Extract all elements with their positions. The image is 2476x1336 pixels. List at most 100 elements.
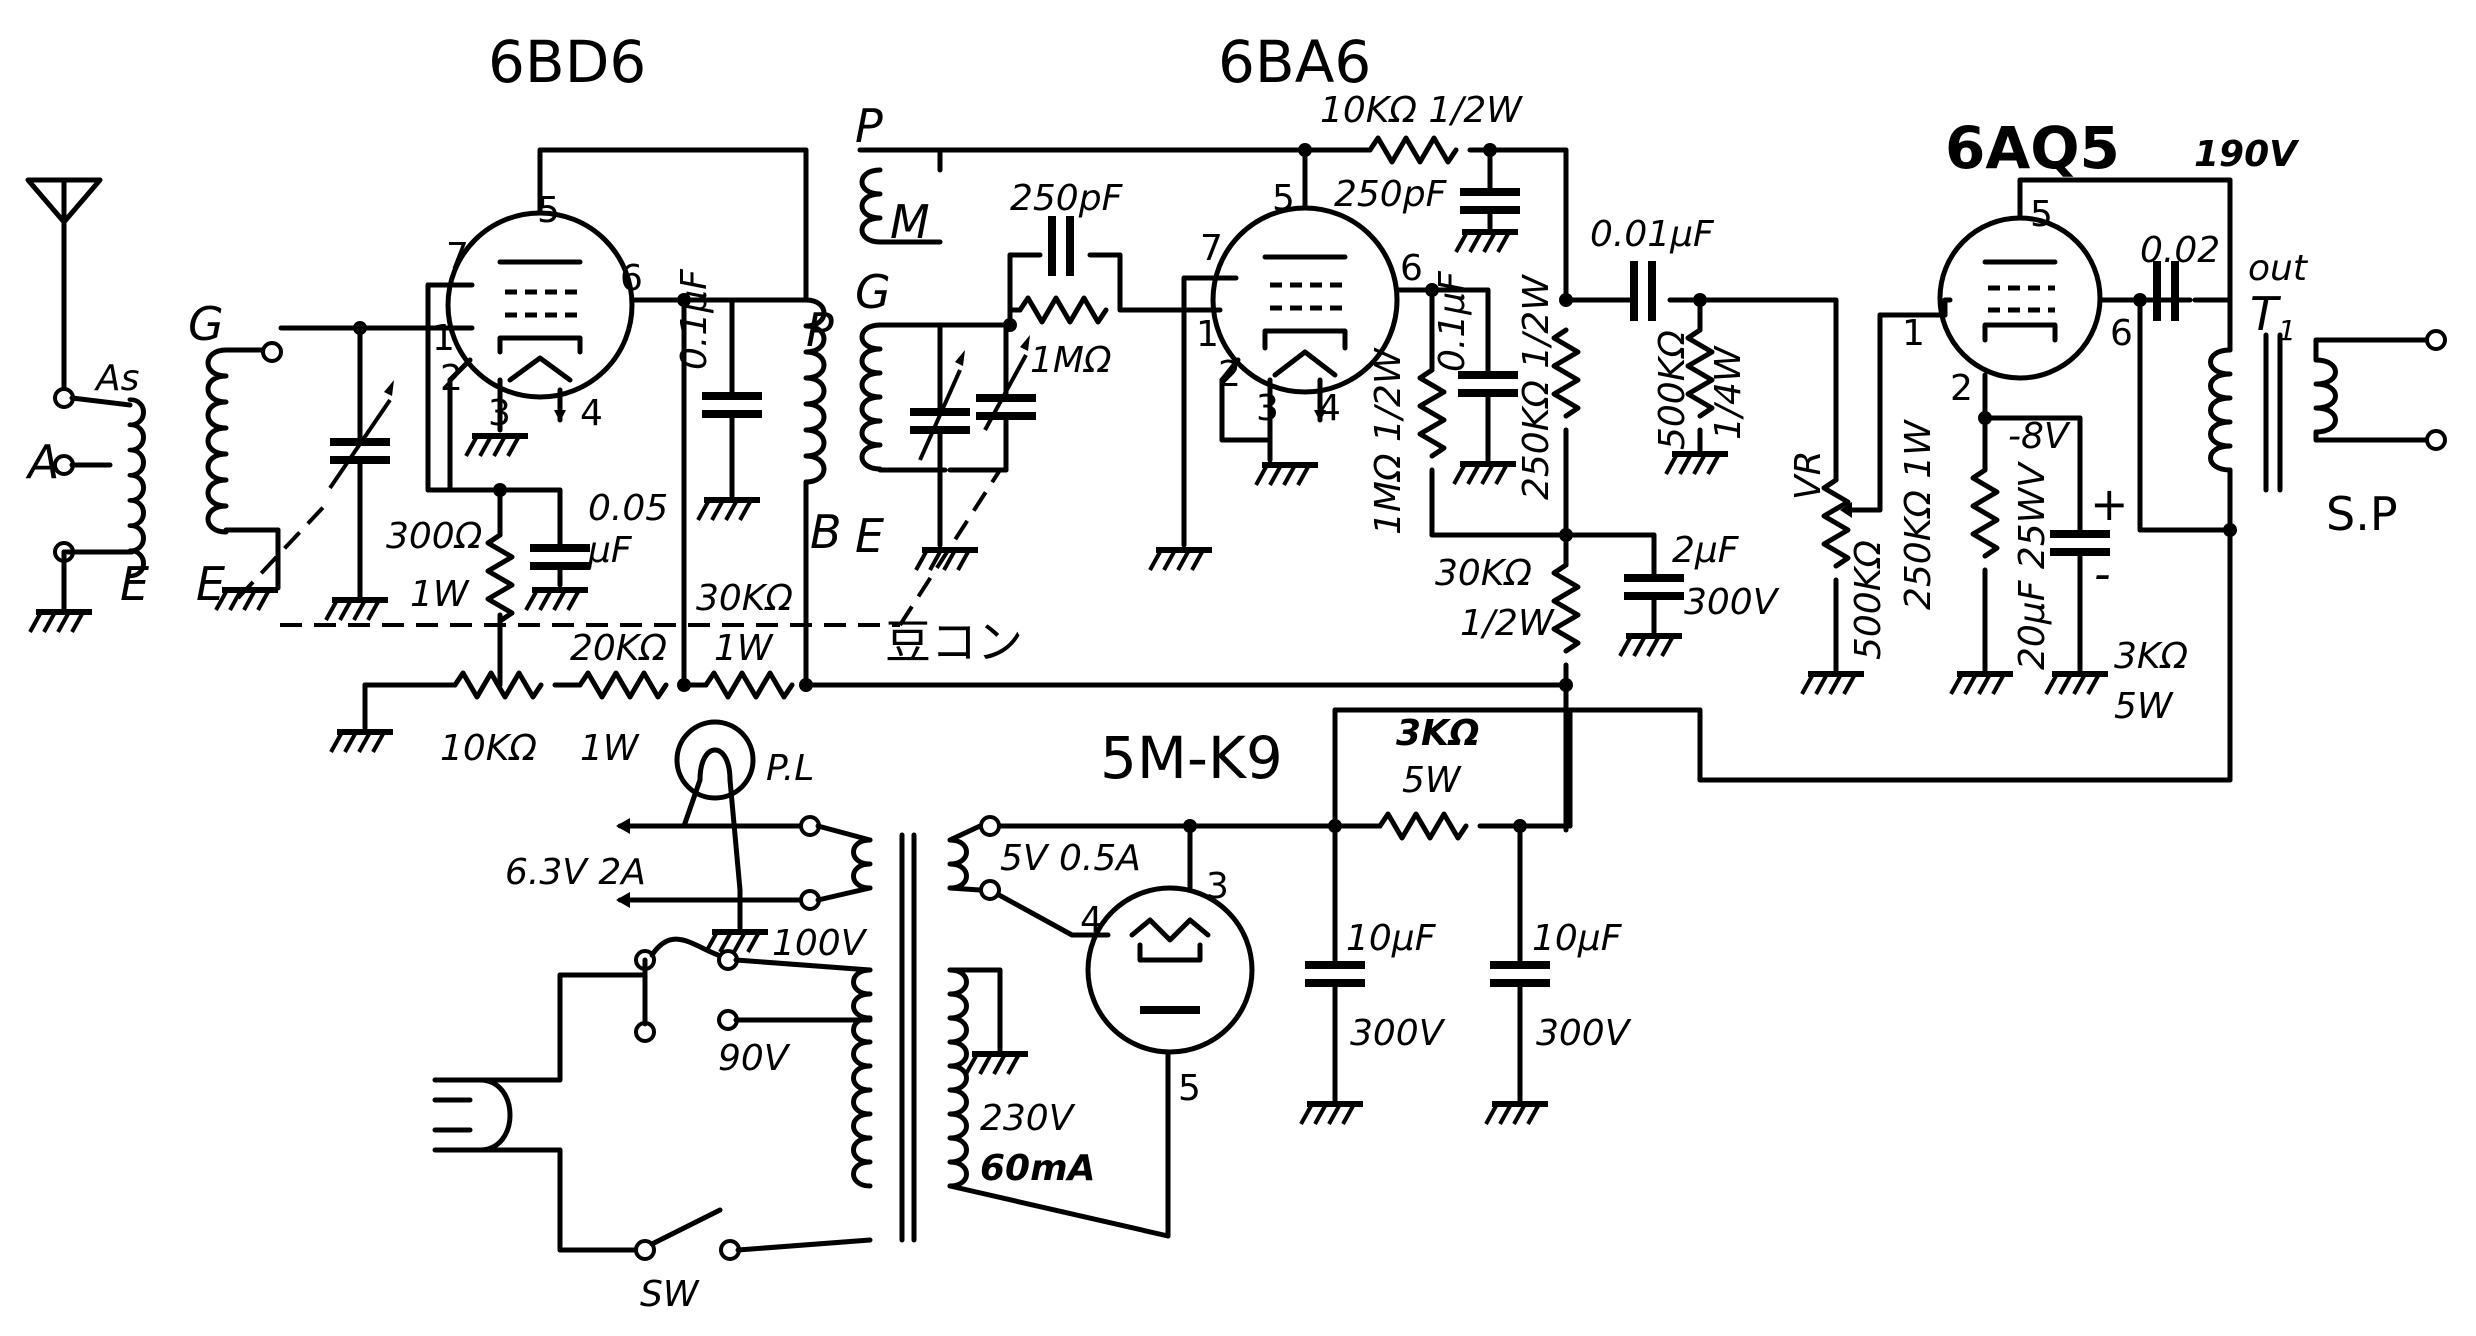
rf-pin7: 7 xyxy=(446,236,469,277)
c10b-label: 10μF xyxy=(1532,918,1623,959)
r250k-b-label: 250KΩ 1W xyxy=(1898,419,1939,610)
c001-label: 0.01μF xyxy=(1590,214,1715,255)
c002-label: 0.02 xyxy=(2140,230,2220,271)
r30k-a-label: 30KΩ xyxy=(696,578,793,619)
heater-wiring xyxy=(616,815,873,952)
det-plate-load xyxy=(1554,147,1839,542)
det-pin6: 6 xyxy=(1400,248,1423,289)
out-pin5: 5 xyxy=(2030,194,2053,235)
rf-pin6: 6 xyxy=(620,258,643,299)
r30k-aw-label: 1W xyxy=(714,628,774,669)
r30k-b-label: 30KΩ xyxy=(1435,553,1532,594)
det-coil-g xyxy=(859,322,1013,473)
capacitor-rf-bypass xyxy=(698,297,762,520)
rect-pin3: 3 xyxy=(1206,866,1229,907)
minus-label: - xyxy=(2094,547,2111,601)
gang-link-1 xyxy=(236,498,332,600)
tuning-capacitor-1 xyxy=(326,325,394,620)
c10a-v-label: 300V xyxy=(1350,1013,1446,1054)
antenna xyxy=(25,177,103,563)
antenna-coil xyxy=(30,395,144,632)
coil2-b-label: B xyxy=(810,505,842,559)
c10b-v-label: 300V xyxy=(1536,1013,1632,1054)
power-transformer xyxy=(851,815,1171,1243)
vr-val-label: 500KΩ xyxy=(1848,540,1889,660)
tube-6ba6-label: 6BA6 xyxy=(1218,28,1371,96)
r1m-label: 1MΩ xyxy=(1030,340,1112,381)
r300w-label: 1W xyxy=(410,574,470,615)
capacitor-005 xyxy=(526,517,590,610)
det-pin1: 1 xyxy=(1196,314,1219,355)
regen-capacitor xyxy=(947,322,1036,473)
tube-6bd6 xyxy=(445,210,635,400)
out-pin6: 6 xyxy=(2110,313,2133,354)
out-label: out xyxy=(2248,248,2309,289)
c2uf-label: 2μF xyxy=(1672,530,1740,571)
power-supply-wiring xyxy=(987,707,1573,1239)
det-pin5: 5 xyxy=(1272,178,1295,219)
rf-bypass-cap-label: 0.1μF xyxy=(674,268,715,370)
r10k-top-label: 10KΩ 1/2W xyxy=(1320,90,1523,131)
r300-label: 300Ω xyxy=(386,516,483,557)
rf-input-coil xyxy=(205,341,283,610)
output-transformer xyxy=(2208,327,2447,783)
hv-label: 230V xyxy=(980,1098,1076,1139)
rect-heater-label: 5V 0.5A xyxy=(1000,838,1141,879)
det-pin4: 4 xyxy=(1318,388,1341,429)
antenna-a-label: A xyxy=(25,435,59,489)
coil-g-label: G xyxy=(188,297,224,351)
rf-plate-coil xyxy=(803,297,827,688)
det-coil-p xyxy=(857,147,943,245)
r500k-q-label: 500KΩ xyxy=(1652,330,1693,450)
r3k-b-label: 3KΩ xyxy=(1396,713,1480,754)
coil3-g-label: G xyxy=(855,265,891,319)
pl-label: P.L xyxy=(766,748,814,789)
r10kw-label: 1W xyxy=(580,728,640,769)
bias-divider xyxy=(331,673,1573,752)
tube-5mk9-label: 5M-K9 xyxy=(1100,724,1283,792)
antenna-as-label: As xyxy=(94,358,139,399)
coil2-p-label: P xyxy=(806,303,834,357)
det-pin7: 7 xyxy=(1200,228,1223,269)
c250b-label: 250pF xyxy=(1334,174,1448,215)
tube-5mk9 xyxy=(1085,885,1255,1055)
grid-leak xyxy=(1003,216,1223,332)
bias-label: -8V xyxy=(2008,416,2071,457)
sw-label: SW xyxy=(640,1274,700,1315)
r3k-aw-label: 5W xyxy=(2114,686,2174,727)
r10k-top xyxy=(1370,138,1569,252)
rect-pin5: 5 xyxy=(1178,1068,1201,1109)
c20-label: 20μF 25WV xyxy=(2012,461,2053,670)
out-pin2: 2 xyxy=(1950,368,1973,409)
pri100-label: 100V xyxy=(772,923,868,964)
t1-sub: 1 xyxy=(2278,314,2296,347)
t1-main: T xyxy=(2250,287,2282,341)
rf-stage-wiring xyxy=(425,147,809,688)
out-pin1: 1 xyxy=(1902,313,1925,354)
det-pin3: 3 xyxy=(1256,388,1279,429)
rf-pin1: 1 xyxy=(432,318,455,359)
r20k-label: 20KΩ xyxy=(570,628,667,669)
r3k-bw-label: 5W xyxy=(1402,760,1462,801)
gang-link-2 xyxy=(898,468,1002,627)
primary-wiring xyxy=(432,936,873,1261)
r1m-half xyxy=(1420,370,1569,538)
coil3-e-label: E xyxy=(855,509,884,563)
rf-pin5: 5 xyxy=(537,190,560,231)
pri90-label: 90V xyxy=(718,1038,791,1079)
coil3-m-label: M xyxy=(890,195,930,249)
rf-pin4: 4 xyxy=(580,393,603,434)
plus-label: + xyxy=(2090,477,2129,531)
t1-label: T1 xyxy=(2250,287,2296,347)
tube-6aq5 xyxy=(1937,215,2103,381)
c10a-label: 10μF xyxy=(1346,918,1437,959)
mame-con-label: 豆コン xyxy=(885,615,1023,669)
r1m-half-label: 1MΩ 1/2W xyxy=(1368,347,1409,535)
b190-label: 190V xyxy=(2194,134,2300,175)
screen-bypass xyxy=(1454,287,1518,484)
tuning-capacitor-2 xyxy=(910,322,978,570)
r30k-b xyxy=(1554,532,1684,833)
r250k-label: 250KΩ 1/2W xyxy=(1516,274,1557,500)
coil-e-label: E xyxy=(196,557,225,611)
